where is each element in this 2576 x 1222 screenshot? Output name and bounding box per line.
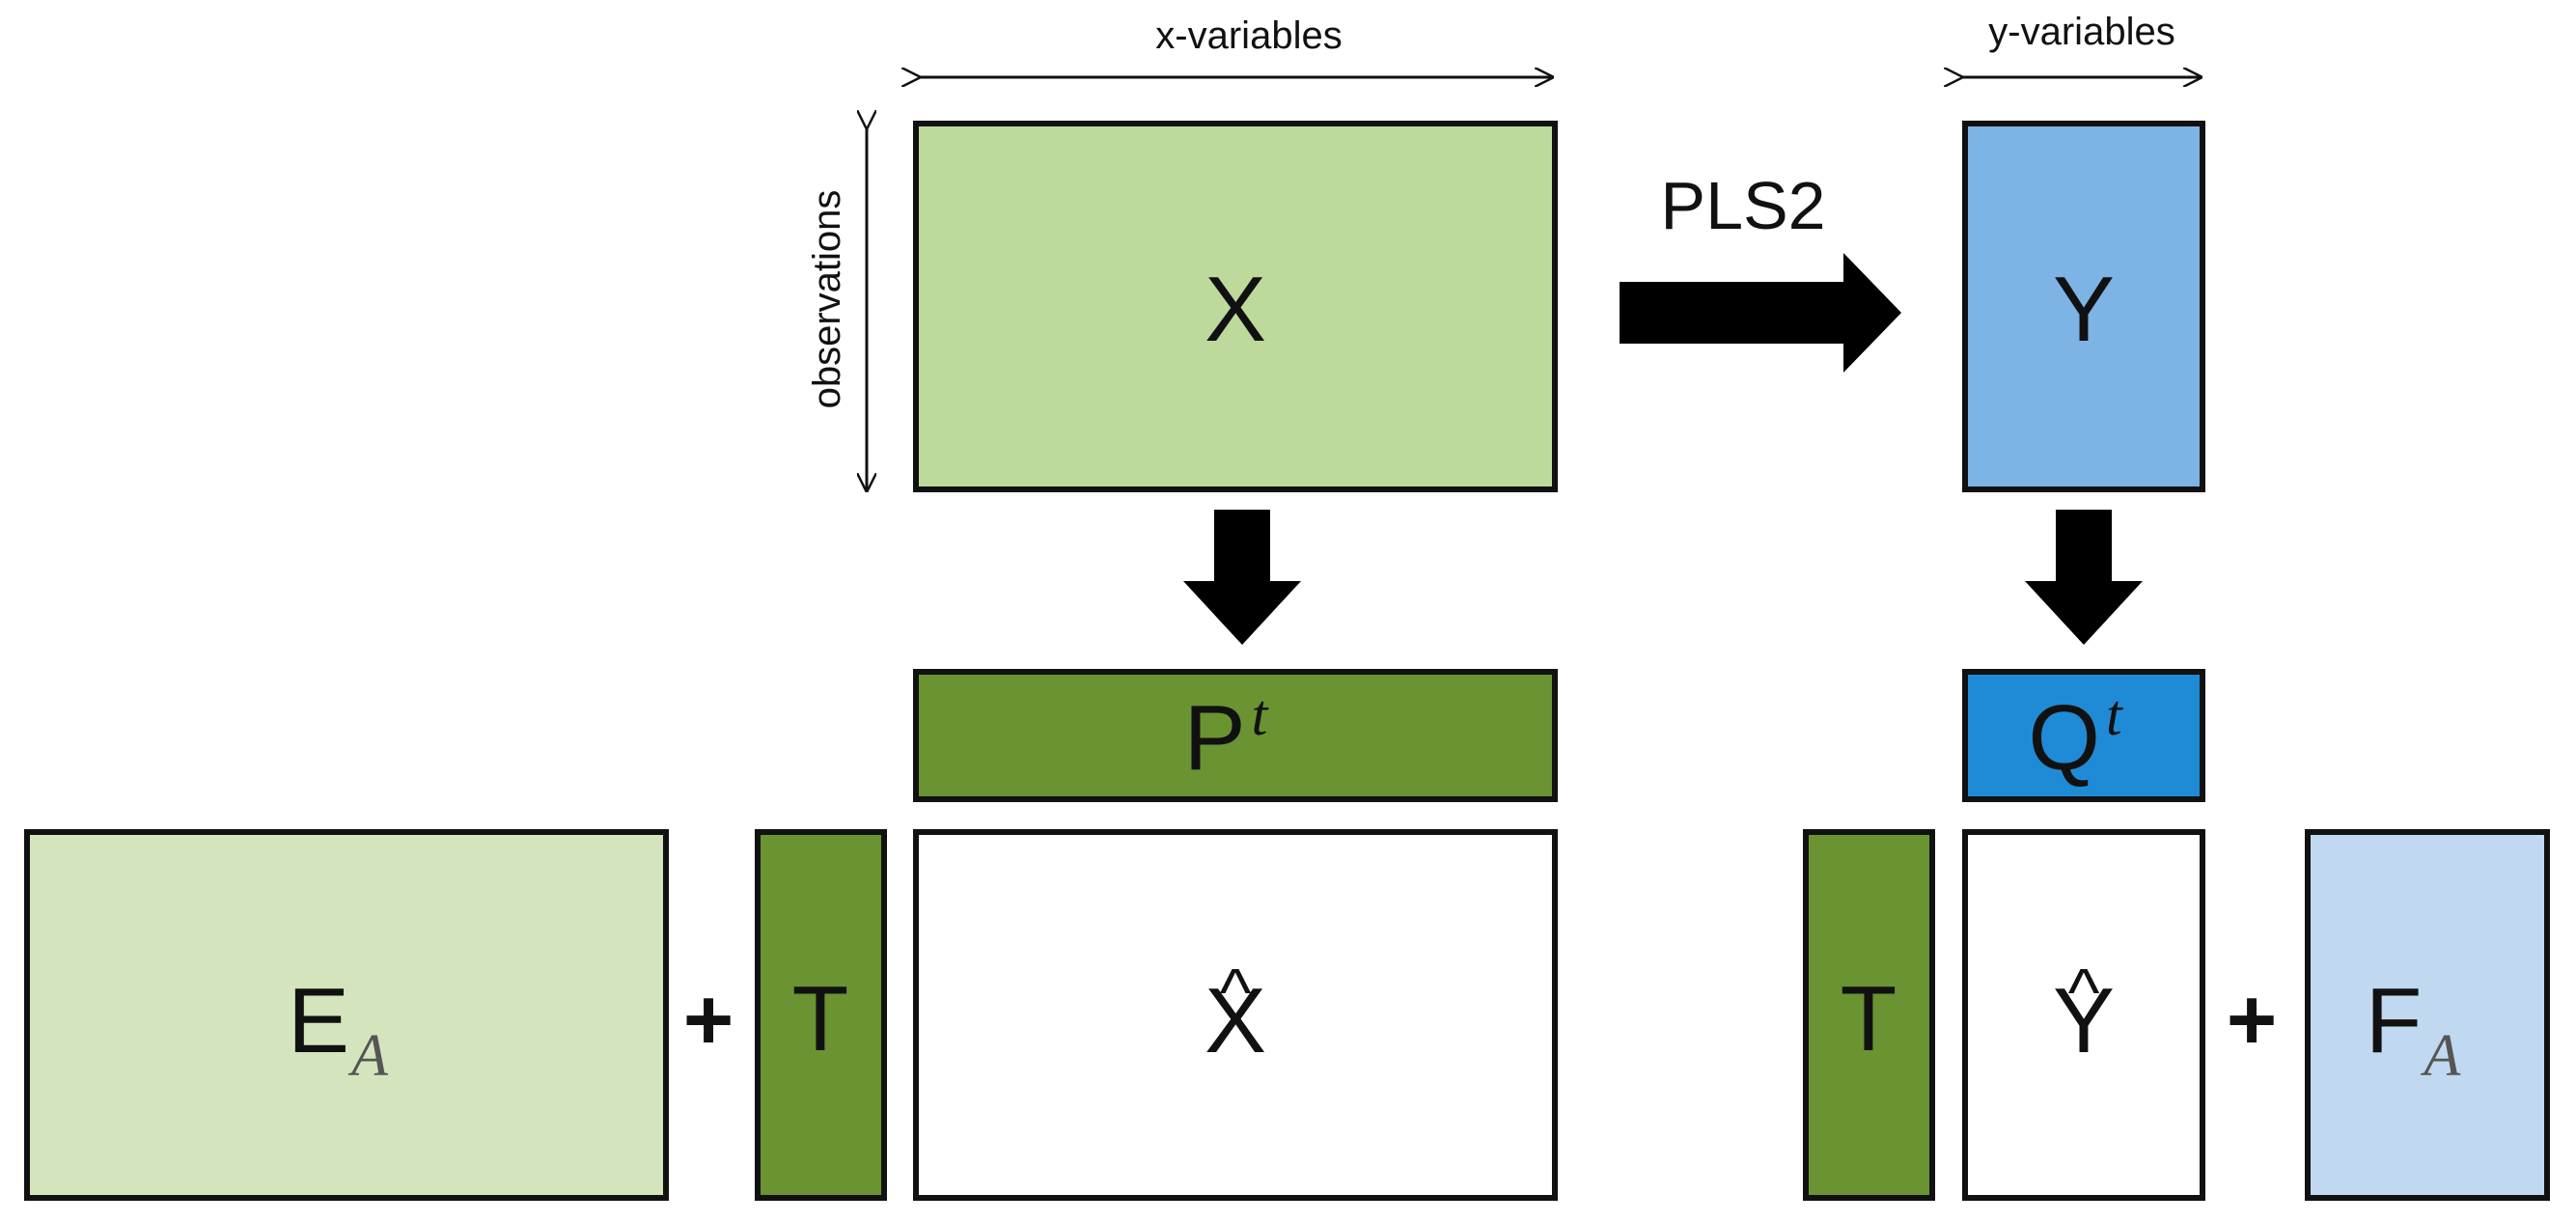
p-transpose-matrix (913, 669, 1558, 802)
plus-right: + (2227, 972, 2278, 1069)
e-residual-label: EA (288, 969, 389, 1089)
t-scores-matrix-right (1803, 829, 1935, 1201)
t-scores-label-right: T (1841, 967, 1897, 1070)
x-hat-mark: ^ (1220, 955, 1252, 1030)
observations-label: observations (806, 190, 848, 409)
f-subscript: A (2420, 1023, 2461, 1089)
x-matrix (913, 121, 1558, 492)
q-letter: Q (2028, 686, 2100, 790)
q-superscript: t (2106, 683, 2123, 747)
x-to-p-arrow (1183, 510, 1301, 645)
p-letter: P (1184, 686, 1246, 790)
f-residual-matrix (2305, 829, 2550, 1201)
y-hat-label: Y (2053, 969, 2115, 1072)
e-subscript: A (347, 1023, 389, 1089)
y-hat-mark: ^ (2068, 955, 2100, 1030)
y-matrix (1962, 121, 2205, 492)
e-residual-matrix (24, 829, 669, 1201)
y-matrix-label: Y (2053, 258, 2115, 361)
x-hat-matrix (913, 829, 1558, 1201)
f-residual-label: FA (2366, 969, 2462, 1089)
p-superscript: t (1252, 683, 1269, 747)
y-hat-matrix (1962, 829, 2205, 1201)
x-variables-label: x-variables (1155, 14, 1342, 57)
plus-left: + (683, 972, 734, 1069)
y-variables-label: y-variables (1988, 11, 2174, 53)
pls2-arrow (1620, 253, 1901, 373)
x-hat-label: X (1205, 969, 1266, 1072)
q-transpose-matrix (1962, 669, 2205, 802)
e-letter: E (288, 969, 349, 1072)
y-to-q-arrow (2025, 510, 2143, 645)
f-letter: F (2366, 969, 2423, 1072)
pls2-label: PLS2 (1660, 168, 1825, 243)
x-matrix-label: X (1205, 258, 1266, 361)
t-scores-matrix-left (755, 829, 887, 1201)
t-scores-label-left: T (792, 967, 849, 1070)
